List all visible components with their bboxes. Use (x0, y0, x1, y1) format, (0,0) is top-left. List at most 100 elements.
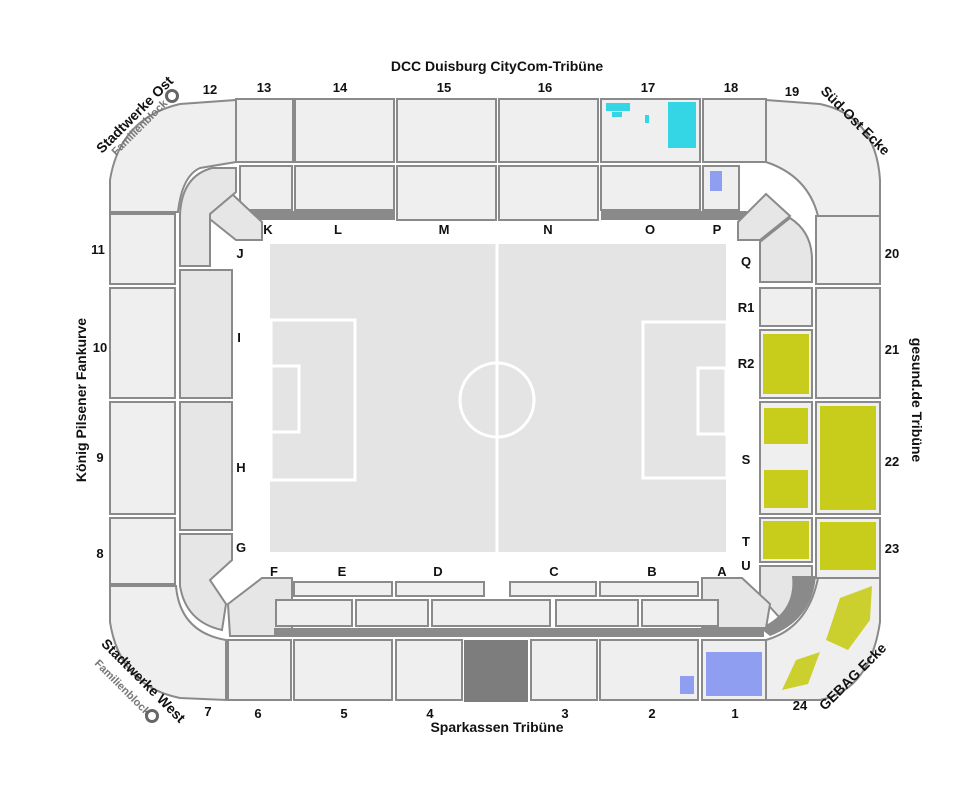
block-12-corner[interactable] (109, 98, 237, 213)
block-7-corner[interactable] (109, 585, 227, 702)
block-R1[interactable] (759, 287, 813, 327)
east-upper-blocks (815, 215, 881, 579)
label-Q: Q (741, 254, 751, 269)
block-M-upper[interactable] (396, 165, 497, 221)
stand-east-name: gesund.de Tribüne (909, 338, 925, 463)
available-seats-S-top[interactable] (764, 408, 808, 444)
block-24-seating-lower[interactable] (782, 652, 820, 690)
label-21: 21 (885, 342, 899, 357)
family-icon-nw (165, 89, 179, 103)
available-seats-17b[interactable] (606, 103, 630, 111)
available-seats-R2[interactable] (763, 334, 809, 394)
block-O-upper[interactable] (600, 165, 701, 211)
label-13: 13 (257, 80, 271, 95)
available-seats-2[interactable] (680, 676, 694, 694)
block-D[interactable] (395, 581, 485, 597)
label-5: 5 (340, 706, 347, 721)
label-L: L (334, 222, 342, 237)
block-C[interactable] (509, 581, 597, 597)
block-5[interactable] (293, 639, 393, 701)
label-C: C (549, 564, 559, 579)
stand-north-name: DCC Duisburg CityCom-Tribüne (391, 58, 604, 74)
available-seats-23[interactable] (820, 522, 876, 570)
stand-west-name: König Pilsener Fankurve (73, 318, 89, 482)
label-H: H (236, 460, 245, 475)
label-D: D (433, 564, 442, 579)
south-box-2[interactable] (355, 599, 429, 627)
block-10[interactable] (109, 287, 176, 399)
south-walkway (274, 628, 764, 637)
available-seats-17d[interactable] (645, 115, 649, 123)
south-box-4[interactable] (555, 599, 639, 627)
tv-platform (464, 640, 528, 702)
label-9: 9 (96, 450, 103, 465)
west-upper-blocks (109, 213, 176, 585)
label-8: 8 (96, 546, 103, 561)
block-3[interactable] (530, 639, 598, 701)
block-E[interactable] (293, 581, 393, 597)
block-Q[interactable] (759, 216, 813, 283)
block-6[interactable] (227, 639, 292, 701)
label-F: F (270, 564, 278, 579)
label-N: N (543, 222, 552, 237)
label-1: 1 (731, 706, 738, 721)
label-2: 2 (648, 706, 655, 721)
label-18: 18 (724, 80, 738, 95)
south-box-3[interactable] (431, 599, 551, 627)
available-seats-17c[interactable] (612, 112, 622, 117)
block-20[interactable] (815, 215, 881, 285)
label-12: 12 (203, 82, 217, 97)
label-T: T (742, 534, 750, 549)
label-19: 19 (785, 84, 799, 99)
block-H[interactable] (179, 401, 233, 531)
available-seats-22[interactable] (820, 406, 876, 510)
label-10: 10 (93, 340, 107, 355)
available-seats-1[interactable] (706, 652, 762, 696)
block-18[interactable] (702, 98, 767, 163)
pitch (269, 244, 729, 552)
block-K-upper[interactable] (239, 165, 293, 211)
block-N-upper[interactable] (498, 165, 599, 221)
label-K: K (263, 222, 273, 237)
available-seats-P[interactable] (710, 171, 722, 191)
label-15: 15 (437, 80, 451, 95)
label-O: O (645, 222, 655, 237)
block-11[interactable] (109, 213, 176, 285)
label-E: E (338, 564, 347, 579)
south-upper-blocks (227, 639, 767, 702)
south-box-5[interactable] (641, 599, 719, 627)
south-lower-blocks (226, 577, 772, 637)
block-24-seating[interactable] (826, 586, 872, 650)
south-box-1[interactable] (275, 599, 353, 627)
block-L-upper[interactable] (294, 165, 395, 211)
block-G[interactable] (179, 533, 233, 632)
label-7: 7 (204, 704, 211, 719)
block-16[interactable] (498, 98, 599, 163)
label-J: J (236, 246, 243, 261)
block-19-corner[interactable] (765, 98, 881, 217)
label-M: M (439, 222, 450, 237)
label-23: 23 (885, 541, 899, 556)
available-seats-17a[interactable] (668, 102, 696, 148)
block-15[interactable] (396, 98, 497, 163)
block-J[interactable] (179, 167, 237, 267)
block-9[interactable] (109, 401, 176, 515)
label-11: 11 (91, 242, 105, 257)
label-U: U (741, 558, 750, 573)
label-4: 4 (426, 706, 434, 721)
block-Q-corner[interactable] (737, 192, 792, 241)
block-14[interactable] (294, 98, 395, 163)
block-4[interactable] (395, 639, 463, 701)
label-R2: R2 (738, 356, 755, 371)
east-walkway-corner (760, 576, 816, 636)
available-seats-S-bottom[interactable] (764, 470, 808, 508)
block-8[interactable] (109, 517, 176, 585)
upper-block-numbers: 12 13 14 15 16 17 18 19 11 10 9 8 20 21 … (91, 80, 899, 721)
available-seats-T[interactable] (763, 521, 809, 559)
block-21[interactable] (815, 287, 881, 399)
block-B[interactable] (599, 581, 699, 597)
block-13[interactable] (235, 98, 294, 163)
block-I[interactable] (179, 269, 233, 399)
label-6: 6 (254, 706, 261, 721)
